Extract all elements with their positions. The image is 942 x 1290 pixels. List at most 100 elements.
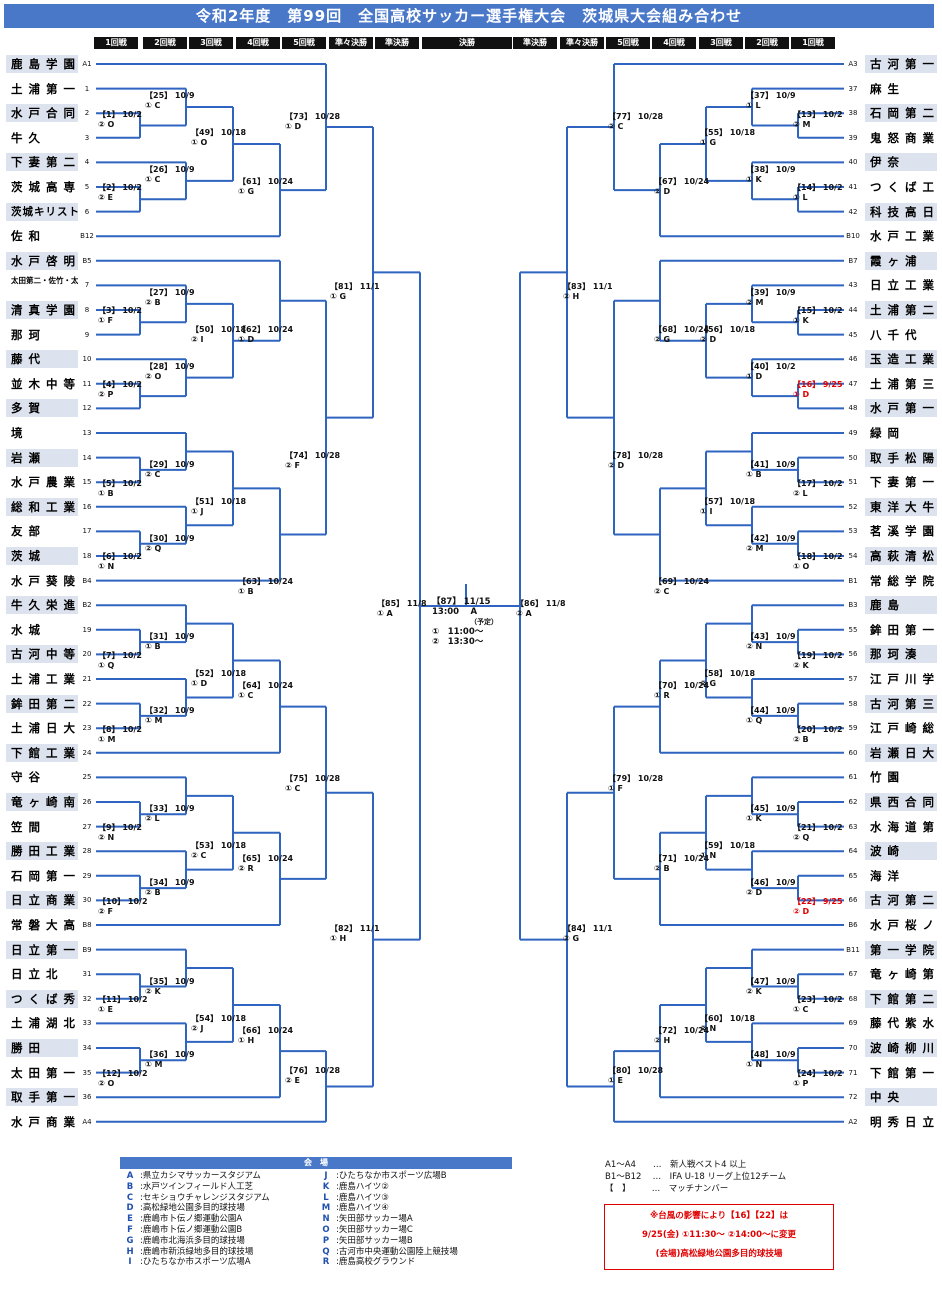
seed-label: B4 [82,576,92,585]
venue-name: :鹿島ハイツ④ [336,1203,389,1214]
match-info: 【25】 10/9 ① C [145,91,195,111]
venue-code: D [126,1203,134,1214]
team-name: 古河第三 [865,694,937,713]
match-info: 【31】 10/9 ① B [145,632,195,652]
seed-label: A3 [848,60,858,68]
seed-label: 42 [848,207,858,216]
match-info: 【4】 10/2 ② P [98,380,142,400]
seed-label: B5 [82,256,92,265]
match-info: 【41】 10/9 ① B [746,460,796,480]
seed-label: 11 [82,379,92,388]
team-name: 日立工業 [870,278,937,293]
round-header-left: 3回戦 [189,37,233,49]
seed-label: 7 [84,281,90,290]
seed-label: 45 [848,330,858,339]
match-info: 【62】 10/24 ① D [238,324,294,344]
seed-label: 55 [848,625,858,634]
match-info: 【40】 10/2 ① D [746,361,796,381]
match-info: 【68】 10/24 ② G [654,324,710,344]
seed-label: 31 [82,970,92,979]
venue-name: :水戸ツインフィールド人工芝 [140,1181,253,1192]
team-name: 麻生 [870,81,905,96]
team-name: 岩瀬 [6,448,78,467]
team-name: 海洋 [870,868,905,883]
team-name: 日立第一 [6,940,78,959]
venue-code: R [322,1257,330,1268]
seed-label: 59 [848,724,858,733]
venue-code: O [322,1225,330,1235]
team-name: 江戸川学園 [870,672,937,686]
seed-label: 39 [848,133,858,142]
match-info: 【15】 10/2 ① K [793,306,843,326]
note-line-1: ※台風の影響により【16】【22】は [649,1211,788,1221]
seed-label: 69 [848,1019,858,1028]
seed-label: 24 [82,748,92,757]
match-info: 【75】 10/28 ① C [285,773,341,793]
match-info: 【1】 10/2 ② O [98,109,142,129]
venue-row: M:鹿島ハイツ④ [316,1203,389,1213]
page-title: 令和2年度 第99回 全国高校サッカー選手権大会 茨城県大会組み合わせ [4,4,934,28]
seed-label: 16 [82,502,92,511]
team-name: 清真学園 [6,301,78,319]
team-name: 取手松陽 [865,448,937,467]
seed-label: 64 [848,847,858,856]
seed-label: A4 [82,1117,92,1126]
match-info: 【29】 10/9 ② C [145,460,195,480]
team-name: 境 [11,426,29,440]
team-name: 鹿島学園 [6,55,78,73]
seed-label: 20 [82,650,92,659]
match-info: 【23】 10/2 ① C [793,995,843,1015]
match-info: 【35】 10/9 ② K [145,976,195,996]
match-info: 【76】 10/28 ② E [285,1066,341,1086]
seed-label: 40 [848,158,858,167]
seed-label: 35 [82,1068,92,1077]
venue-row: C:セキショウチャレンジスタジアム [120,1193,270,1203]
team-name: 下妻第二 [6,153,78,172]
legend-row: 【 】 … マッチナンバー [605,1184,729,1194]
match-info: 【18】 10/2 ① O [793,552,843,572]
match-info: 【52】 10/18 ① D [191,669,247,689]
venue-row: B:水戸ツインフィールド人工芝 [120,1182,253,1192]
venue-code: E [127,1214,133,1225]
final-line-1: 【87】 11/15 [432,597,491,607]
venue-code: N [322,1214,330,1225]
seed-label: 26 [82,798,92,806]
seed-label: 1 [84,84,90,93]
team-name: 勝田 [6,1039,78,1057]
match-info: 【46】 10/9 ② D [746,878,796,898]
match-info: 【9】 10/2 ② N [98,822,142,842]
team-name: 藤代紫水 [870,1016,937,1031]
match-info: 【65】 10/24 ② R [238,853,294,873]
round-header-left: 5回戦 [282,37,326,49]
match-info: 【3】 10/2 ① F [98,306,142,326]
match-info: 【2】 10/2 ② E [98,183,142,203]
team-name: 勝田工業 [6,842,78,861]
venue-name: :ひたちなか市スポーツ広場A [140,1257,251,1268]
match-info: 【27】 10/9 ② B [145,287,195,307]
match-info: 【49】 10/18 ① O [191,127,247,147]
venue-code: Q [322,1246,330,1257]
seed-label: 52 [848,502,858,511]
seed-label: 67 [848,970,858,979]
venue-name: :矢田部サッカー場C [336,1225,413,1235]
team-name: 土浦湖北 [11,1016,78,1031]
round-header-right: 準決勝 [513,37,557,49]
team-name: 太田第二・佐竹・太田西山 [11,276,78,286]
note-line-3: (会場)高松緑地公園多目的球技場 [655,1249,783,1259]
team-name: 緑岡 [870,426,905,440]
seed-label: B9 [82,945,92,954]
team-name: 常総学院 [870,573,937,588]
team-name: 那珂 [11,327,46,342]
seed-label: 65 [848,871,858,880]
team-name: 石岡第二 [865,104,937,123]
match-info: 【45】 10/9 ① K [746,804,796,824]
round-header-right: 準々決勝 [560,37,604,49]
venue-name: :古河市中央運動公園陸上競技場 [336,1246,458,1257]
match-info: 【37】 10/9 ① L [746,91,796,111]
round-header-left: 準決勝 [375,37,419,49]
venue-code: P [322,1235,330,1246]
team-name: 伊奈 [865,153,937,172]
match-info: 【55】 10/18 ① G [700,127,756,147]
venue-name: :矢田部サッカー場A [336,1214,413,1225]
